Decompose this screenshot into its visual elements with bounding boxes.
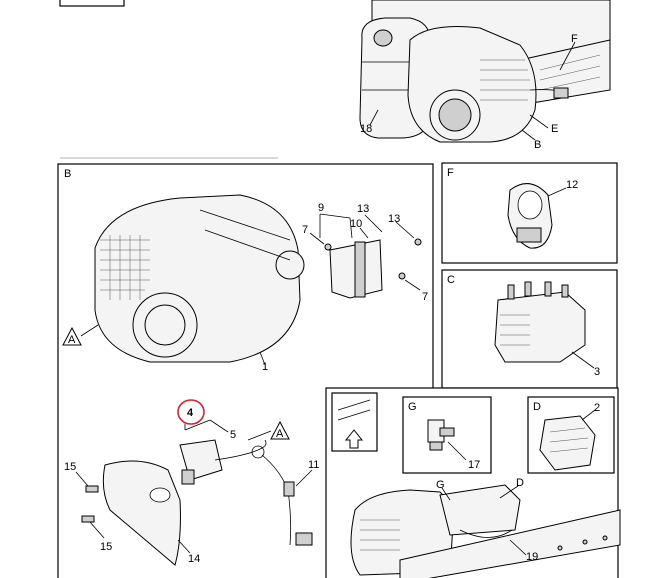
bottom-view: G 17 D 2 G D 19 <box>325 387 621 578</box>
callout-13b: 13 <box>388 213 400 225</box>
sensor-plug <box>181 469 195 485</box>
shield-cutout <box>149 487 171 503</box>
view-a-marker-1 <box>62 326 82 346</box>
part-14-shield <box>102 460 181 566</box>
seal-clamp <box>516 227 542 243</box>
part-1-housing <box>94 194 301 363</box>
callout-e: E <box>551 123 558 135</box>
callout-1: 1 <box>262 361 268 373</box>
callout-7a: 7 <box>302 224 308 236</box>
overview-illustration: 18 F E B <box>59 0 611 151</box>
bolt-7b <box>398 272 406 280</box>
callout-4: 4 <box>187 407 194 419</box>
harness-clip <box>283 481 295 497</box>
part-1-outlet <box>144 304 186 346</box>
callout-12: 12 <box>566 179 578 191</box>
bolt-13 <box>414 238 422 246</box>
rail-hole-3 <box>602 535 608 541</box>
front-arrow-icon <box>344 429 364 449</box>
tank-cap <box>373 29 393 47</box>
installed-hose <box>459 529 513 538</box>
view-a-label-2: A <box>276 428 284 440</box>
panel-d-label: D <box>533 401 541 413</box>
panel-b-label: B <box>64 168 71 180</box>
callout-9: 9 <box>318 202 324 214</box>
part-1-inlet <box>275 250 305 280</box>
callout-18: 18 <box>360 123 372 135</box>
callout-11: 11 <box>308 459 319 471</box>
module-terminal-1 <box>507 284 515 300</box>
callout-15a: 15 <box>64 461 76 473</box>
module-terminal-2 <box>524 281 532 297</box>
module-terminal-3 <box>544 281 552 297</box>
installed-frame-rail <box>399 509 621 578</box>
valve-base <box>429 441 443 451</box>
bolt-15a <box>85 485 99 493</box>
bolt-15b <box>81 515 95 523</box>
callout-3: 3 <box>594 366 600 378</box>
callout-g-bottom: G <box>436 479 445 491</box>
callout-b-top: B <box>534 139 541 151</box>
rail-hole-1 <box>557 545 563 551</box>
outlet-pipe <box>438 98 472 132</box>
highlight-circle-4 <box>177 399 205 425</box>
callout-15b: 15 <box>100 541 112 553</box>
valve-port <box>439 427 455 437</box>
view-a-label-1: A <box>68 334 76 346</box>
part-3-module <box>494 291 586 363</box>
panel-b: B 1 A 9 10 <box>57 163 434 578</box>
panel-c-label: C <box>447 274 455 286</box>
panel-g-label: G <box>408 401 417 413</box>
harness-connector <box>295 532 313 546</box>
panel-f: F 12 <box>441 162 618 264</box>
bracket-plate <box>354 241 366 298</box>
installed-bracket <box>439 484 521 536</box>
bolt-7a <box>324 243 332 251</box>
callout-f-top: F <box>571 33 578 45</box>
callout-17: 17 <box>468 459 480 471</box>
rail-hole-2 <box>582 539 588 545</box>
callout-7b: 7 <box>422 291 428 303</box>
orientation-box <box>331 392 378 452</box>
callout-10: 10 <box>350 218 362 230</box>
callout-d-bottom: D <box>516 477 524 489</box>
panel-c: C 3 <box>441 269 618 389</box>
module-terminal-4 <box>561 284 569 298</box>
part-2-control-unit <box>539 415 596 471</box>
view-a-marker-2 <box>270 420 290 440</box>
clamp <box>251 445 265 459</box>
callout-5: 5 <box>230 429 236 441</box>
seal-opening <box>517 190 543 220</box>
callout-19: 19 <box>526 551 538 563</box>
connector <box>553 87 569 99</box>
callout-13a: 13 <box>357 203 369 215</box>
callout-2: 2 <box>594 402 600 414</box>
callout-14: 14 <box>188 553 200 565</box>
partial-frame <box>59 0 125 7</box>
panel-f-label: F <box>447 167 454 179</box>
